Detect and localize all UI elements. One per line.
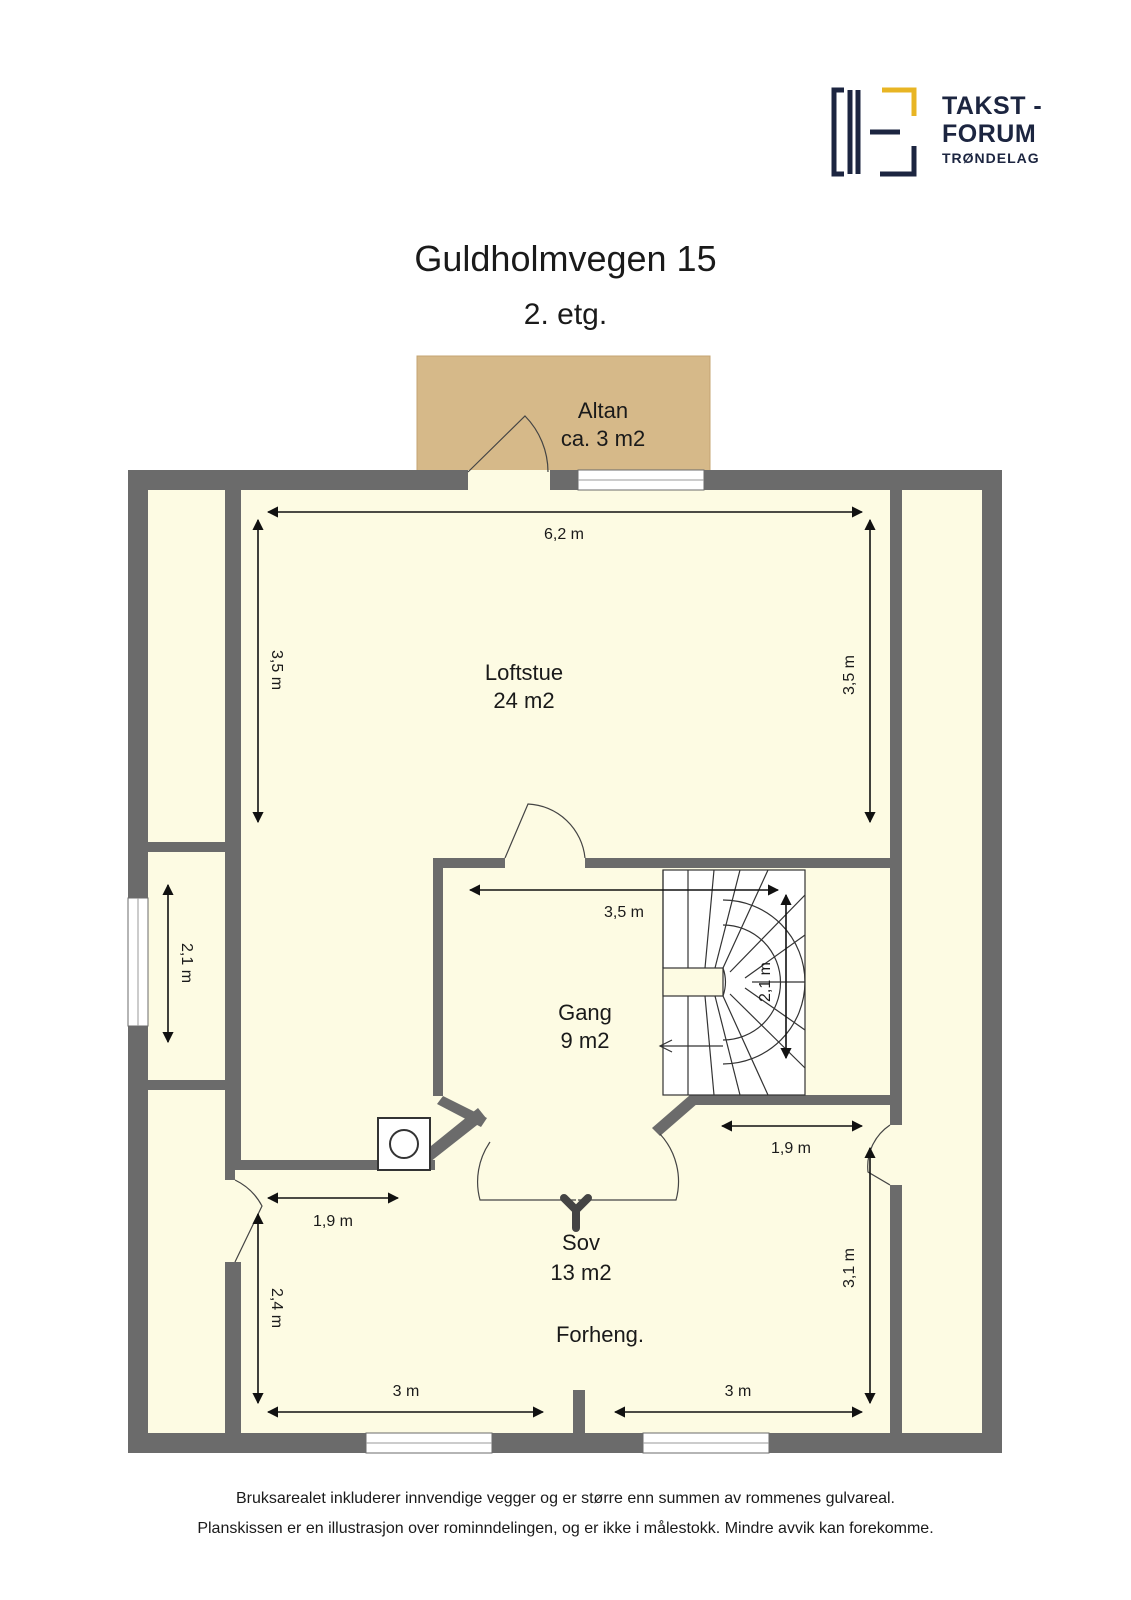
room-area-loftstue: 24 m2 xyxy=(493,688,554,713)
dim-sov-left: 2,4 m xyxy=(268,1288,285,1328)
page-subtitle: 2. etg. xyxy=(523,298,608,331)
chimney-flue-icon xyxy=(389,1129,419,1159)
logo-text-line2: FORUM xyxy=(942,120,1037,148)
dim-sov-top-left: 1,9 m xyxy=(313,1213,353,1230)
footer-note-area: Bruksarealet inkluderer innvendige vegge… xyxy=(236,1490,895,1507)
room-area-altan: ca. 3 m2 xyxy=(561,426,645,451)
staircase xyxy=(658,869,806,1096)
footer-notes: Bruksarealet inkluderer innvendige vegge… xyxy=(0,1484,1131,1544)
room-name-gang: Gang xyxy=(558,1000,612,1025)
footer-note-disclaimer: Planskissen er en illustrasjon over romi… xyxy=(197,1520,934,1537)
room-area-sov: 13 m2 xyxy=(550,1260,611,1285)
interior-walls xyxy=(148,490,902,1433)
dim-gang-width: 3,5 m xyxy=(604,904,644,921)
chimney xyxy=(377,1117,431,1171)
room-note-forheng: Forheng. xyxy=(556,1322,644,1347)
dim-sov-right: 3,1 m xyxy=(841,1248,858,1288)
dim-sov-bottom-right: 3 m xyxy=(725,1383,752,1400)
logo-text-line1: TAKST - xyxy=(942,92,1043,120)
dim-west-hall: 2,1 m xyxy=(178,943,195,983)
balcony-area xyxy=(416,355,711,473)
page-title: Guldholmvegen 15 xyxy=(414,238,717,279)
dim-stair: 2,1 m xyxy=(757,962,774,1002)
dim-loftstue-depth-left: 3,5 m xyxy=(268,650,285,690)
floor-area xyxy=(148,490,982,1433)
room-name-altan: Altan xyxy=(578,398,628,423)
room-area-gang: 9 m2 xyxy=(561,1028,610,1053)
logo-text-line3: TRØNDELAG xyxy=(942,150,1040,166)
dimension-lines xyxy=(162,506,876,1418)
door-stop xyxy=(560,1194,592,1232)
balcony-door-opening xyxy=(468,470,550,490)
windows xyxy=(127,469,770,1454)
room-name-sov: Sov xyxy=(562,1230,600,1255)
door-swings xyxy=(234,415,891,1263)
dim-sov-top-right: 1,9 m xyxy=(771,1140,811,1157)
takstforum-logo-mark-icon xyxy=(831,87,917,177)
takstforum-logo: TAKST - FORUM TRØNDELAG xyxy=(830,86,1060,181)
dim-loftstue-width: 6,2 m xyxy=(544,526,584,543)
dim-loftstue-depth-right: 3,5 m xyxy=(841,655,858,695)
dim-sov-bottom-left: 3 m xyxy=(393,1383,420,1400)
room-name-loftstue: Loftstue xyxy=(485,660,563,685)
